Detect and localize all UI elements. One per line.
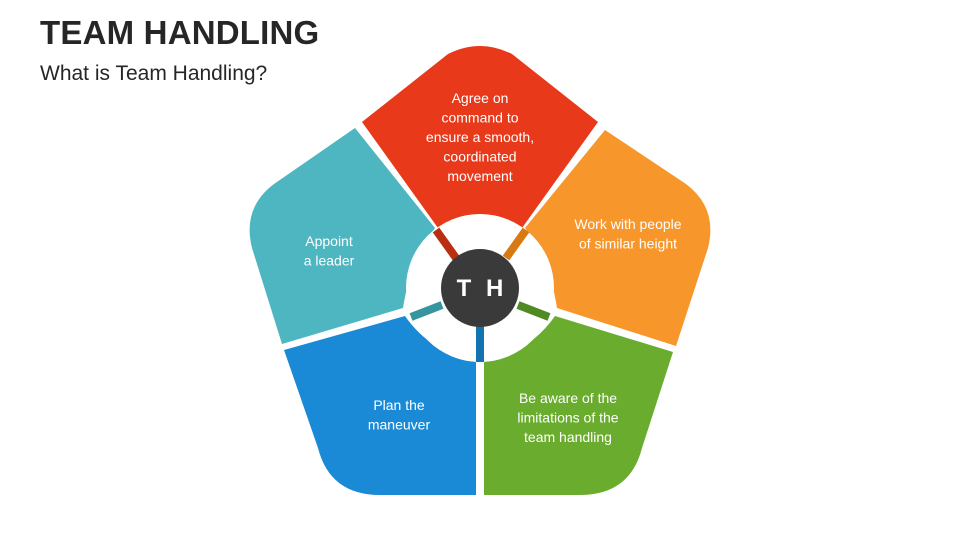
segment-label-line: coordinated xyxy=(443,149,516,165)
page-subtitle: What is Team Handling? xyxy=(40,62,268,85)
segment-label-line: Be aware of the xyxy=(519,390,617,406)
pentagon-segments xyxy=(249,46,711,495)
segment-label-line: Appoint xyxy=(305,233,353,249)
connector-be-aware-of-limitations xyxy=(516,301,551,321)
segment-label-line: Work with people xyxy=(574,216,681,232)
segment-label-line: command to xyxy=(441,110,518,126)
page-title: TEAM HANDLING xyxy=(40,14,320,51)
segment-appoint-a-leader[interactable] xyxy=(249,128,435,344)
segment-label-line: Plan the xyxy=(373,397,425,413)
segment-label-line: Agree on xyxy=(452,90,509,106)
segment-label-work-with-similar-height: Work with people of similar height xyxy=(574,216,681,252)
connector-work-with-similar-height xyxy=(502,227,530,261)
segment-label-line: of similar height xyxy=(579,236,677,252)
connector-appoint-a-leader xyxy=(409,301,444,321)
hub-connectors xyxy=(409,227,551,362)
segment-label-plan-the-maneuver: Plan the maneuver xyxy=(368,397,431,433)
segment-be-aware-of-limitations[interactable] xyxy=(484,316,673,495)
segment-label-line: limitations of the xyxy=(517,410,618,426)
segment-label-line: ensure a smooth, xyxy=(426,129,534,145)
hub-label: T H xyxy=(457,275,508,302)
segment-label-line: movement xyxy=(447,168,512,184)
segment-label-line: maneuver xyxy=(368,417,431,433)
connector-agree-on-command xyxy=(432,227,460,261)
hub-center[interactable] xyxy=(441,249,519,327)
segment-label-be-aware-of-limitations: Be aware of the limitations of the team ha… xyxy=(517,390,618,445)
segment-label-line: a leader xyxy=(304,253,355,269)
segment-plan-the-maneuver[interactable] xyxy=(284,316,476,495)
segment-agree-on-command[interactable] xyxy=(362,46,598,228)
segment-label-appoint-a-leader: Appoint a leader xyxy=(304,233,355,269)
segment-label-agree-on-command: Agree on command to ensure a smooth, coordi… xyxy=(426,90,534,184)
segment-work-with-similar-height[interactable] xyxy=(525,130,711,346)
segment-label-line: team handling xyxy=(524,429,612,445)
segment-labels: Agree on command to ensure a smooth, coordi… xyxy=(304,90,682,445)
